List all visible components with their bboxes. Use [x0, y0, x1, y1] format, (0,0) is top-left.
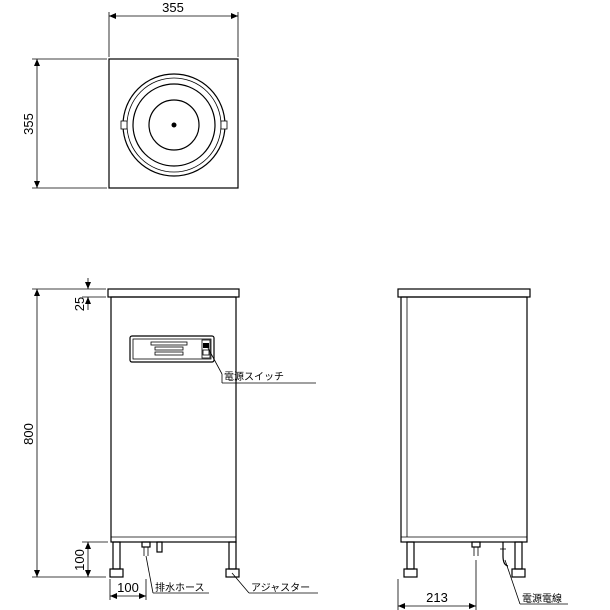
- dim-top-depth: 355: [21, 113, 36, 135]
- leg-right: [228, 541, 237, 570]
- side-adjuster-right: [511, 568, 526, 578]
- top-view: 355 355: [21, 0, 239, 189]
- side-top-plate: [397, 288, 531, 298]
- leader-power-cord: [504, 559, 521, 605]
- side-drain-fitting: [471, 541, 481, 548]
- side-leg-right: [514, 541, 523, 570]
- top-view-outline: [108, 58, 239, 189]
- indicator-lamp-icon: [202, 349, 210, 356]
- side-view: 電源電線 213: [397, 288, 568, 610]
- panel-slot-3: [154, 351, 184, 356]
- side-adjuster-left: [403, 568, 418, 578]
- rim-clip-left: [120, 120, 128, 130]
- rim-clip-right: [220, 120, 228, 130]
- front-top-plate: [107, 288, 240, 298]
- front-view: 電源スイッチ 排水ホース アジャスター 800 25 100: [21, 278, 318, 600]
- leader-power-switch: [207, 347, 223, 375]
- drain-hole-icon: [171, 122, 177, 128]
- drain-valve: [156, 541, 163, 553]
- dim-top-thickness: 25: [72, 297, 87, 311]
- label-power-cord: 電源電線: [522, 592, 562, 605]
- adjuster-foot-left: [109, 568, 124, 578]
- label-adjuster: アジャスター: [251, 582, 310, 594]
- side-body: [400, 296, 528, 543]
- side-leg-left: [406, 541, 415, 570]
- leg-left: [112, 541, 121, 570]
- dim-height: 800: [21, 423, 36, 445]
- power-switch-housing: [201, 339, 211, 359]
- panel-slot-1: [150, 341, 188, 346]
- dim-leg-inset: 100: [117, 580, 139, 595]
- adjuster-foot-right: [225, 568, 240, 578]
- power-switch-icon: [203, 343, 209, 348]
- drain-fitting: [141, 541, 151, 548]
- bowl-basin: [132, 83, 216, 167]
- dim-leg-height: 100: [72, 549, 87, 571]
- leader-adjuster: [231, 572, 250, 594]
- label-power-switch: 電源スイッチ: [224, 370, 284, 383]
- leader-drain-hose: [145, 555, 154, 594]
- control-panel-inner: [132, 338, 212, 360]
- front-body: [110, 296, 237, 543]
- dim-side-offset: 213: [426, 590, 448, 605]
- dim-top-width: 355: [162, 0, 184, 15]
- control-panel: [129, 335, 215, 363]
- panel-slot-2: [154, 346, 184, 351]
- label-drain-hose: 排水ホース: [155, 581, 205, 594]
- bowl-center-ring: [148, 99, 200, 151]
